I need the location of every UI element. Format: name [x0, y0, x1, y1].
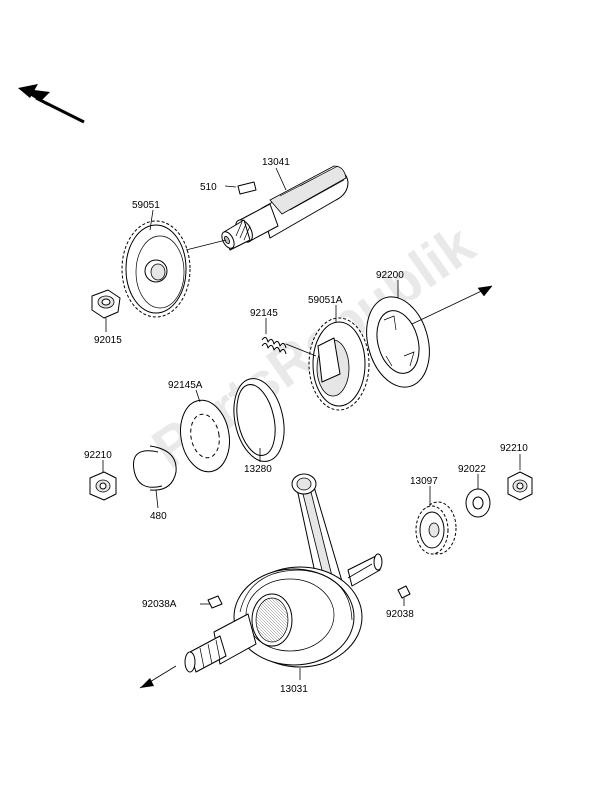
key-92038 [397, 585, 411, 599]
spring-plate-92200 [366, 296, 430, 388]
woodruff-key-510 [237, 181, 257, 195]
nut-92210-left [89, 471, 117, 501]
label-13031: 13031 [280, 684, 308, 695]
leader-lines [102, 167, 521, 680]
label-59051A: 59051A [308, 295, 343, 306]
primary-gear-13097 [415, 501, 457, 555]
crankshaft-assembly [184, 473, 383, 673]
label-13041: 13041 [262, 157, 290, 168]
label-92022: 92022 [458, 464, 486, 475]
front-arrow-icon [18, 84, 85, 124]
balancer-shaft [221, 165, 349, 251]
scissor-gear-59051A [308, 317, 370, 411]
nut-92015 [91, 289, 121, 319]
key-92038A [207, 595, 223, 609]
label-92210-left: 92210 [84, 450, 112, 461]
circlip-480 [133, 445, 177, 491]
label-92200: 92200 [376, 270, 404, 281]
part-labels: 13041 510 59051 92015 92200 59051A 92145… [84, 157, 528, 695]
toothed-washer-92145A [180, 399, 230, 473]
label-92210-right: 92210 [500, 443, 528, 454]
label-13280: 13280 [244, 464, 272, 475]
washer-92022 [465, 488, 491, 518]
label-480: 480 [150, 511, 167, 522]
label-13097: 13097 [410, 476, 438, 487]
spring-92145 [261, 336, 287, 355]
label-92038A: 92038A [142, 599, 177, 610]
label-92145: 92145 [250, 308, 278, 319]
label-59051: 59051 [132, 200, 160, 211]
ring-13280 [233, 378, 285, 462]
label-92145A: 92145A [168, 380, 203, 391]
nut-92210-right [507, 471, 533, 501]
balancer-drive-gear [121, 220, 191, 318]
label-510: 510 [200, 182, 217, 193]
label-92015: 92015 [94, 335, 122, 346]
label-92038: 92038 [386, 609, 414, 620]
